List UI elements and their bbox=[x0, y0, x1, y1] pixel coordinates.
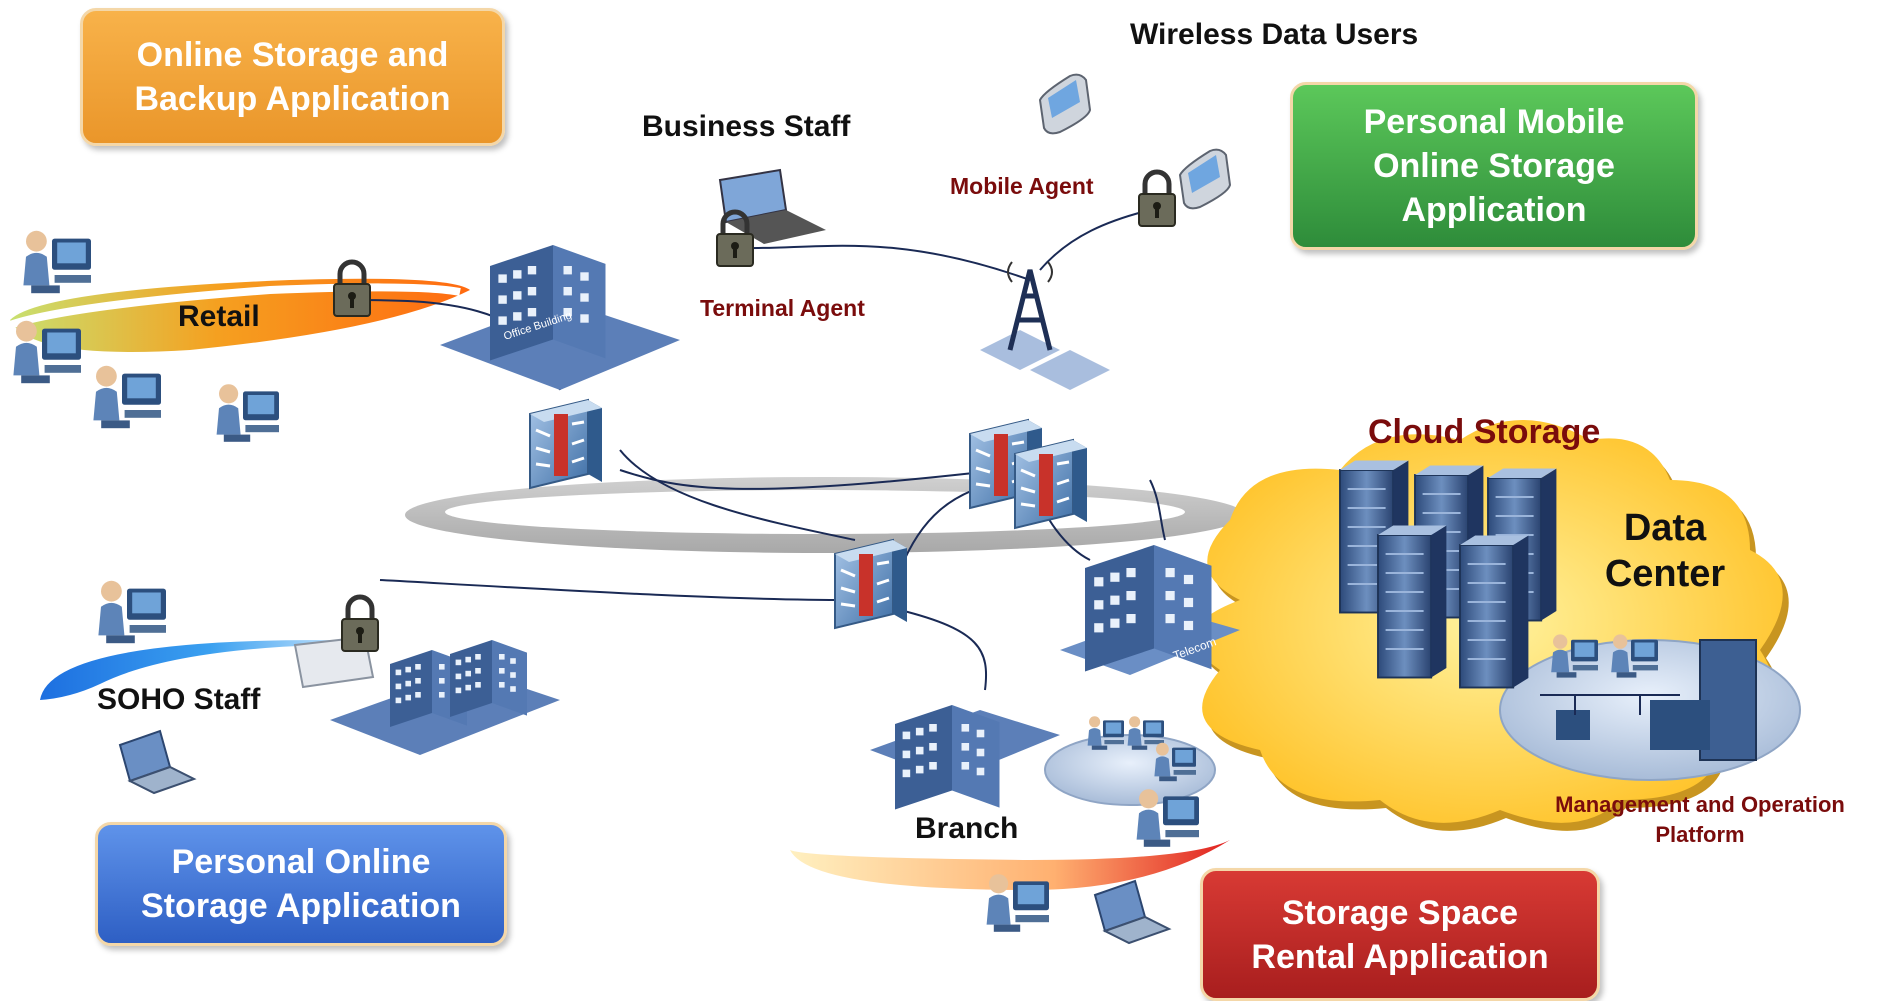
wireless-users-label: Wireless Data Users bbox=[1130, 18, 1419, 51]
rental-app-box: Storage Space Rental Application bbox=[1200, 868, 1600, 1001]
branch-label: Branch bbox=[915, 812, 1019, 845]
soho-arc bbox=[40, 640, 380, 700]
management-platform-label: Management and Operation Platform bbox=[1555, 792, 1845, 847]
office-building-icon bbox=[440, 245, 680, 390]
firewall-icon-1 bbox=[528, 398, 604, 490]
personal-online-app-box: Personal Online Storage Application bbox=[95, 822, 507, 946]
soho-user-icon bbox=[98, 580, 166, 644]
pda-icon-2 bbox=[1179, 148, 1231, 210]
soho-staff-label: SOHO Staff bbox=[97, 683, 261, 716]
management-pcs bbox=[1540, 634, 1757, 761]
soho-lock-icon bbox=[342, 597, 378, 651]
data-center-label: Data Center bbox=[1604, 507, 1726, 595]
branch-arc bbox=[790, 840, 1230, 890]
soho-laptop-icon bbox=[119, 730, 195, 794]
online-backup-app-box: Online Storage and Backup Application bbox=[80, 8, 505, 146]
firewall-icon-4 bbox=[833, 538, 909, 630]
pda-icon bbox=[1039, 73, 1091, 135]
soho-buildings-icon bbox=[330, 640, 560, 755]
retail-lock-icon bbox=[334, 262, 370, 316]
firewall-icon-3 bbox=[1013, 438, 1089, 530]
branch-laptop-icon bbox=[1094, 880, 1170, 944]
business-staff-terminal-icon bbox=[718, 168, 826, 244]
mobile-agent-label: Mobile Agent bbox=[950, 173, 1094, 199]
personal-mobile-app-box: Personal Mobile Online Storage Applicati… bbox=[1290, 82, 1698, 250]
personal-mobile-app-label: Personal Mobile Online Storage Applicati… bbox=[1363, 103, 1625, 229]
branch-user-icon bbox=[1136, 789, 1199, 847]
terminal-agent-label: Terminal Agent bbox=[700, 295, 865, 321]
personal-online-app-label: Personal Online Storage Application bbox=[141, 843, 461, 925]
cloud-storage-label: Cloud Storage bbox=[1368, 413, 1601, 451]
antenna-tower-icon bbox=[980, 261, 1110, 390]
rental-app-label: Storage Space Rental Application bbox=[1251, 893, 1549, 976]
online-backup-app-label: Online Storage and Backup Application bbox=[134, 36, 451, 118]
telecom-building-icon bbox=[1060, 545, 1240, 675]
mobile-lock-icon bbox=[1139, 172, 1175, 226]
business-staff-label: Business Staff bbox=[642, 110, 851, 143]
retail-label: Retail bbox=[178, 300, 260, 333]
branch-user-icon-2 bbox=[986, 874, 1049, 932]
branch-building-icon bbox=[870, 705, 1060, 810]
